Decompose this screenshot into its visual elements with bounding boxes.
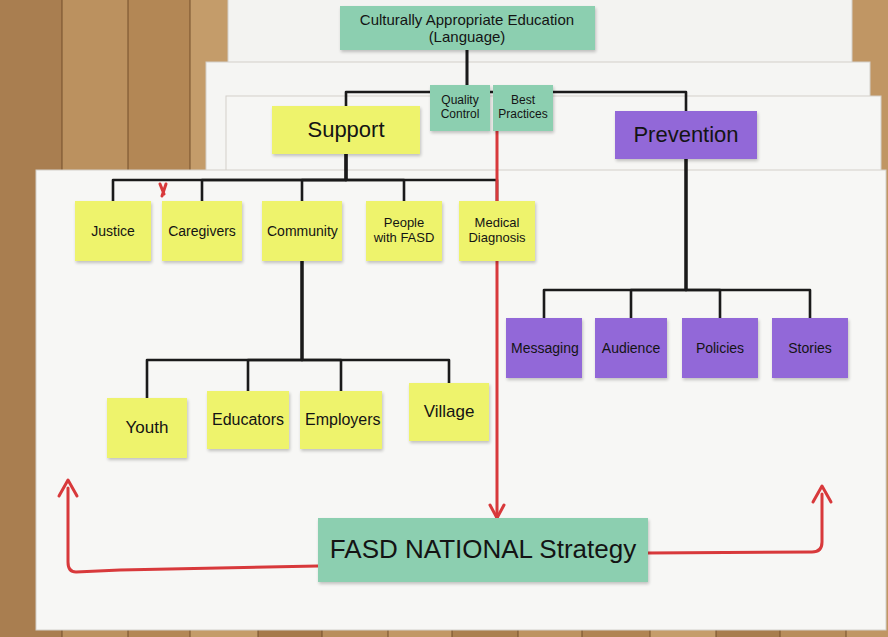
note-text: Culturally Appropriate Education (Langua… xyxy=(345,11,590,46)
note-text: Audience xyxy=(600,340,662,356)
connector-line xyxy=(686,159,810,318)
principle-note: Best Practices xyxy=(493,85,553,131)
prevention-note: Audience xyxy=(595,318,667,378)
paper-sheets xyxy=(36,0,886,630)
connector-line xyxy=(302,261,341,391)
note-text: Caregivers xyxy=(167,223,237,239)
community-note: Youth xyxy=(107,398,187,458)
prevention-note: Policies xyxy=(682,318,758,378)
note-text: Youth xyxy=(112,418,182,438)
connector-line xyxy=(346,154,404,201)
note-text: Best Practices xyxy=(498,94,548,122)
connector-line xyxy=(302,261,449,383)
support-note: People with FASD xyxy=(366,201,442,261)
paper-sheet xyxy=(36,170,886,630)
note-text: Community xyxy=(267,223,337,239)
support-note: Caregivers xyxy=(162,201,242,261)
return-arrow-line xyxy=(648,494,822,553)
note-text: Stories xyxy=(777,340,843,356)
community-note: Educators xyxy=(207,391,289,449)
connector-line xyxy=(147,261,302,398)
note-text: Employers xyxy=(305,411,377,429)
connector-line xyxy=(248,261,302,391)
connector-line xyxy=(346,154,497,201)
connector-line xyxy=(631,159,686,318)
red-mark xyxy=(160,184,166,196)
branch-note: Support xyxy=(272,106,420,154)
support-note: Justice xyxy=(75,201,151,261)
connector-line xyxy=(302,154,346,201)
note-text: FASD NATIONAL Strategy xyxy=(323,535,643,565)
prevention-note: Stories xyxy=(772,318,848,378)
principle-note: Quality Control xyxy=(430,85,490,131)
note-text: Justice xyxy=(80,223,146,239)
connector-line xyxy=(496,131,499,518)
note-text: Policies xyxy=(687,340,753,356)
branch-note: Prevention xyxy=(615,111,757,159)
note-text: People with FASD xyxy=(371,216,437,246)
arrow-head xyxy=(59,480,77,496)
prevention-note: Messaging xyxy=(506,318,582,378)
note-text: Village xyxy=(414,402,484,422)
return-arrow-line xyxy=(68,488,318,572)
connector-line xyxy=(202,154,346,201)
community-note: Village xyxy=(409,383,489,441)
note-text: Quality Control xyxy=(435,94,485,122)
note-text: Medical Diagnosis xyxy=(464,216,530,246)
support-note: Medical Diagnosis xyxy=(459,201,535,261)
red-arrows xyxy=(59,184,831,572)
heading-box: Culturally Appropriate Education (Langua… xyxy=(340,6,595,50)
support-note: Community xyxy=(262,201,342,261)
note-text: Support xyxy=(277,117,415,142)
connector-line xyxy=(113,154,346,201)
connector-line xyxy=(544,159,686,318)
arrow-head xyxy=(813,486,831,502)
note-text: Educators xyxy=(212,411,284,429)
connector-line xyxy=(686,159,720,318)
note-text: Prevention xyxy=(620,122,752,147)
strategy-box: FASD NATIONAL Strategy xyxy=(318,518,648,582)
note-text: Messaging xyxy=(511,340,577,356)
community-note: Employers xyxy=(300,391,382,449)
